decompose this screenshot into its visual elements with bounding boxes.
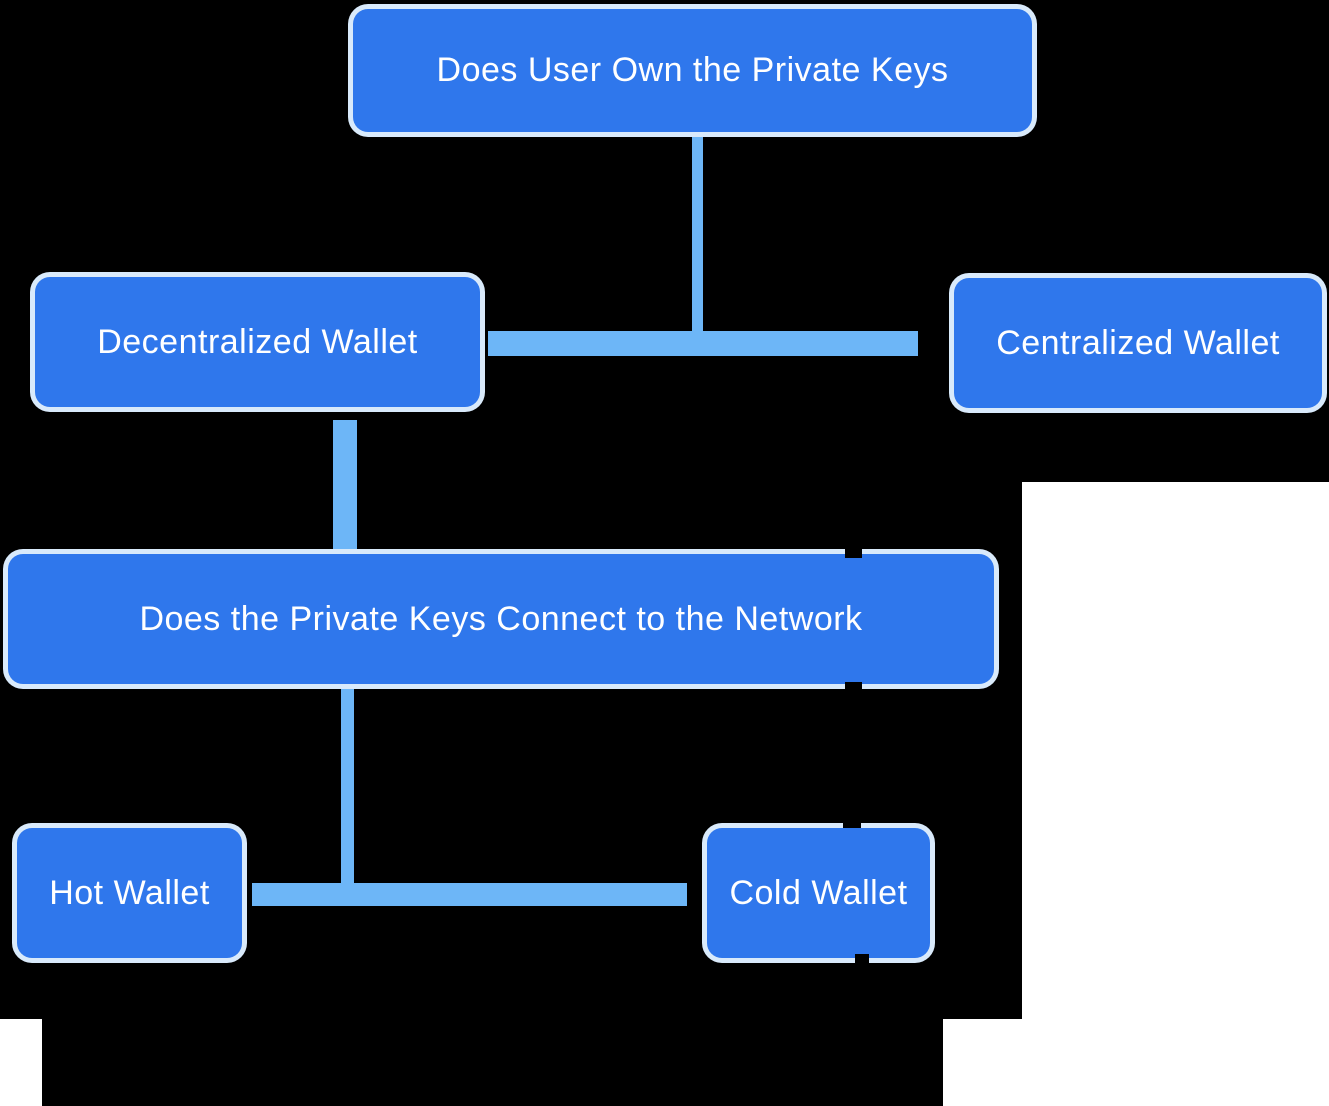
node-network-question-label: Does the Private Keys Connect to the Net… [139,599,863,638]
node-hot-wallet-box: Hot Wallet [17,828,242,958]
node-root-box: Does User Own the Private Keys [353,9,1032,132]
frame-notch-question-bottom [845,682,862,690]
background-panel-bottom-left [0,1019,42,1106]
background-panel-bottom-right [943,1019,1329,1106]
node-root: Does User Own the Private Keys [348,4,1037,137]
node-cold-wallet: Cold Wallet [702,823,935,963]
node-centralized-wallet: Centralized Wallet [949,273,1327,413]
node-hot-wallet-label: Hot Wallet [49,873,210,912]
node-hot-wallet: Hot Wallet [12,823,247,963]
frame-notch-cold-bottom [855,954,869,965]
node-centralized-wallet-label: Centralized Wallet [996,323,1280,362]
node-decentralized-wallet-box: Decentralized Wallet [35,277,480,407]
node-decentralized-wallet-label: Decentralized Wallet [97,322,418,361]
connector-bottom-horizontal [252,883,687,906]
frame-notch-cold-top [843,821,861,828]
node-decentralized-wallet: Decentralized Wallet [30,272,485,412]
node-cold-wallet-box: Cold Wallet [707,828,930,958]
connector-decentralized-vertical [333,420,357,549]
node-network-question-box: Does the Private Keys Connect to the Net… [8,554,994,684]
connector-top-horizontal [488,331,918,356]
node-root-label: Does User Own the Private Keys [436,51,949,89]
background-panel-right [1022,482,1329,1019]
frame-notch-question-top [845,549,862,558]
node-centralized-wallet-box: Centralized Wallet [954,278,1322,408]
connector-root-vertical [692,136,703,332]
connector-question-vertical [341,689,354,884]
node-network-question: Does the Private Keys Connect to the Net… [3,549,999,689]
node-cold-wallet-label: Cold Wallet [729,873,908,912]
